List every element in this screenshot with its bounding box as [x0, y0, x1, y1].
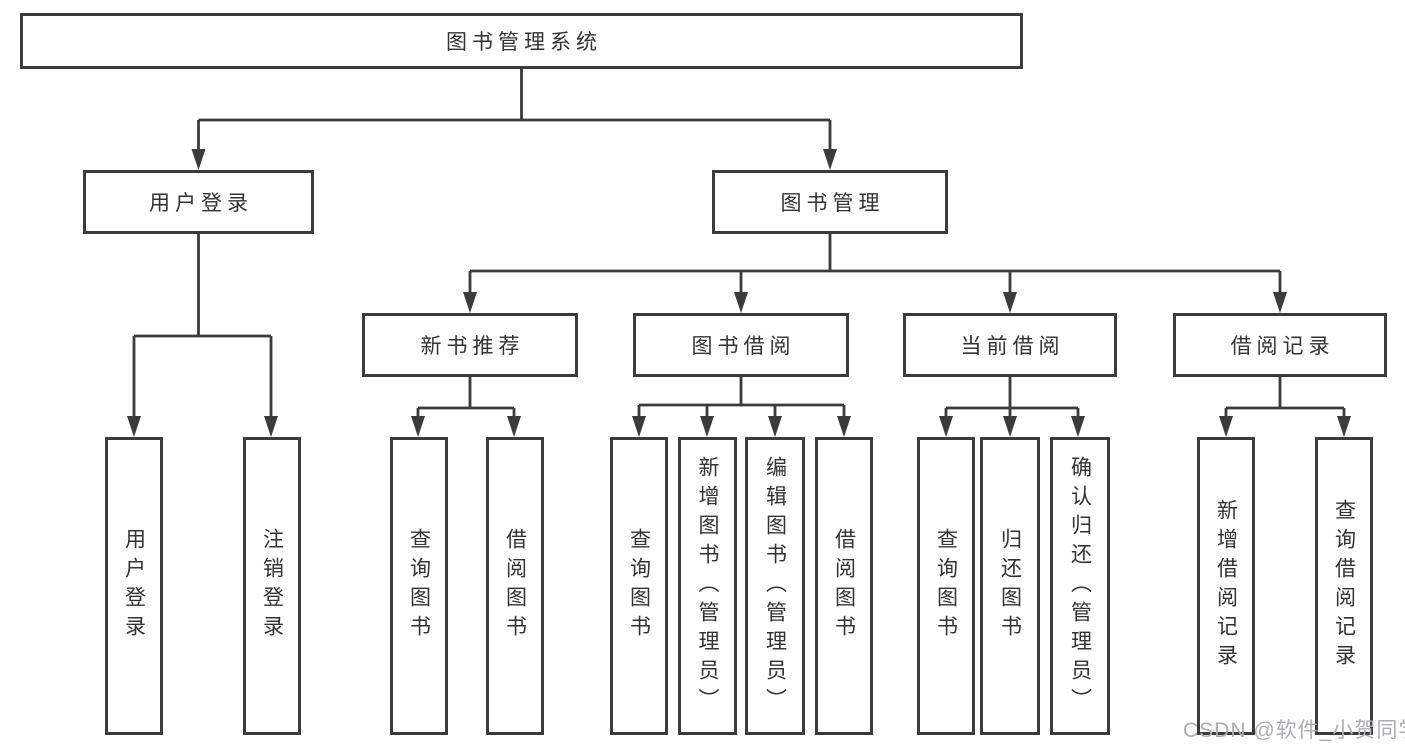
node-leaf-query-record-label: 查询借阅记录 — [1332, 499, 1356, 673]
node-leaf-edit-book-label: 编辑图书（管理员） — [763, 455, 787, 717]
connector-book-mgmt-to-children — [468, 234, 1282, 294]
node-new-book-rec-label: 新书推荐 — [420, 335, 525, 358]
node-leaf-logout-label: 注销登录 — [260, 528, 284, 644]
node-leaf-add-book-label: 新增图书（管理员） — [696, 455, 719, 717]
node-root-label: 图书管理系统 — [446, 31, 602, 54]
node-leaf-query-book-2: 查询图书 — [610, 437, 668, 735]
node-leaf-return-book: 归还图书 — [980, 437, 1040, 735]
node-leaf-borrow-book-1: 借阅图书 — [486, 437, 544, 735]
connector-user-login-to-children — [132, 234, 273, 418]
node-book-borrow-label: 图书借阅 — [691, 335, 796, 358]
node-current-borrow-label: 当前借阅 — [960, 335, 1065, 358]
node-user-login-label: 用户登录 — [149, 192, 253, 215]
node-new-book-rec: 新书推荐 — [362, 313, 578, 377]
node-leaf-query-book-1: 查询图书 — [390, 437, 448, 735]
node-leaf-query-book-3: 查询图书 — [917, 437, 975, 735]
node-leaf-add-book: 新增图书（管理员） — [678, 437, 737, 735]
node-leaf-user-login-label: 用户登录 — [122, 528, 146, 644]
node-leaf-logout: 注销登录 — [243, 437, 301, 735]
node-root: 图书管理系统 — [20, 13, 1023, 69]
node-user-login: 用户登录 — [83, 170, 314, 234]
node-current-borrow: 当前借阅 — [903, 313, 1117, 377]
node-leaf-query-book-3-label: 查询图书 — [934, 528, 958, 644]
node-leaf-edit-book: 编辑图书（管理员） — [745, 437, 805, 735]
node-leaf-user-login: 用户登录 — [105, 437, 163, 735]
connector-new-book-rec-to-children — [416, 377, 516, 418]
node-book-mgmt: 图书管理 — [712, 170, 948, 234]
node-leaf-add-record: 新增借阅记录 — [1197, 437, 1255, 735]
node-leaf-confirm-return: 确认归还（管理员） — [1050, 437, 1110, 735]
node-borrow-record: 借阅记录 — [1173, 313, 1387, 377]
connector-root-to-children — [197, 69, 832, 151]
node-book-borrow: 图书借阅 — [633, 313, 849, 377]
node-book-mgmt-label: 图书管理 — [780, 192, 885, 215]
node-leaf-add-record-label: 新增借阅记录 — [1214, 499, 1238, 673]
node-leaf-query-book-2-label: 查询图书 — [627, 528, 651, 644]
connector-borrow-record-to-children — [1224, 377, 1346, 418]
node-leaf-borrow-book-2: 借阅图书 — [815, 437, 873, 735]
connector-current-borrow-to-children — [944, 377, 1080, 418]
connector-book-borrow-to-children — [637, 377, 846, 418]
arrowheads — [127, 149, 1351, 437]
node-leaf-confirm-return-label: 确认归还（管理员） — [1068, 455, 1092, 717]
node-leaf-query-book-1-label: 查询图书 — [407, 528, 431, 644]
node-leaf-query-record: 查询借阅记录 — [1315, 437, 1373, 735]
csdn-watermark: CSDN @软件_小贺同学 — [1183, 719, 1405, 742]
node-leaf-borrow-book-2-label: 借阅图书 — [832, 528, 856, 644]
node-leaf-return-book-label: 归还图书 — [998, 528, 1022, 644]
node-leaf-borrow-book-1-label: 借阅图书 — [503, 528, 527, 644]
node-borrow-record-label: 借阅记录 — [1230, 335, 1335, 358]
